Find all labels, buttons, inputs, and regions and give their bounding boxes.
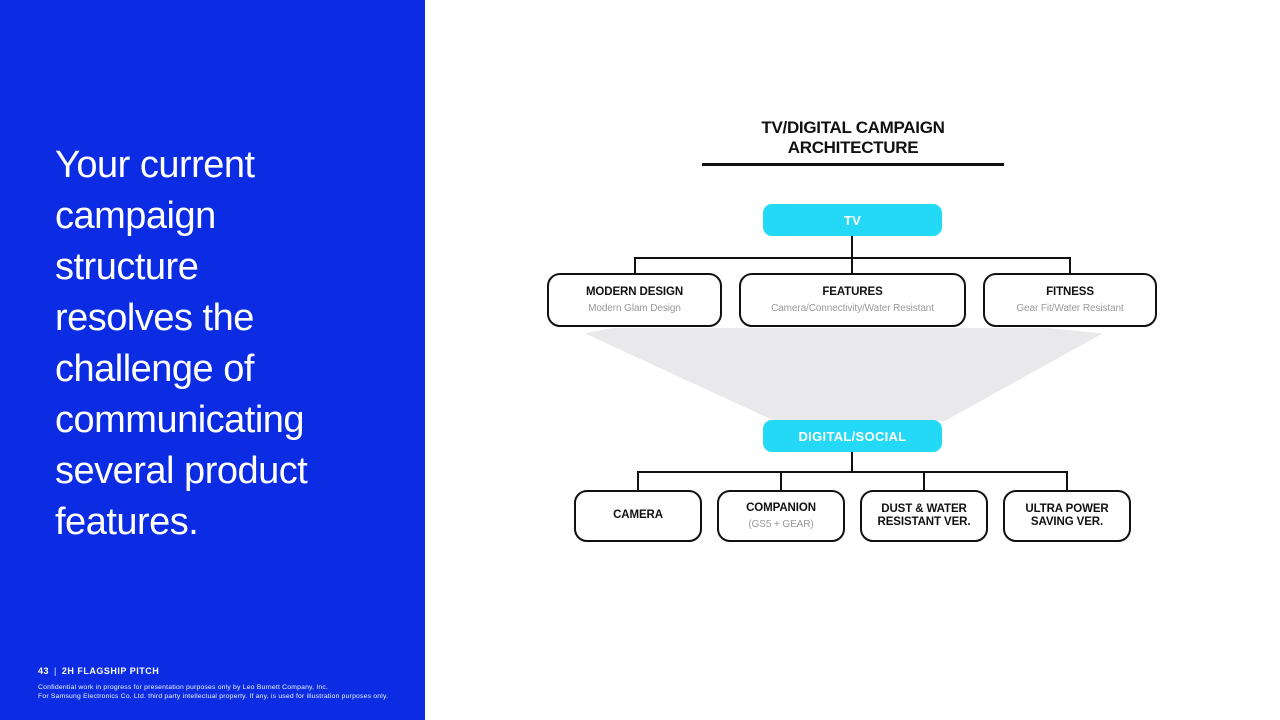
connector-line [637,471,1068,473]
connector-line [780,471,782,491]
page-number: 43 [38,666,50,676]
connector-line [851,236,853,259]
footer-separator: | [54,666,57,676]
connector-line [923,471,925,491]
connector-line [1069,257,1071,274]
node-subtitle: Gear Fit/Water Resistant [1016,302,1124,314]
node-modern-design: MODERN DESIGN Modern Glam Design [547,273,722,327]
connector-line [851,257,853,274]
headline-line: resolves the [55,297,254,339]
node-companion: COMPANION (GS5 + GEAR) [717,490,845,542]
connector-line [851,452,853,473]
headline: Your current campaign structure resolves… [55,140,308,548]
left-panel: Your current campaign structure resolves… [0,0,425,720]
headline-line: several product [55,450,308,492]
node-dust-water-resistant: DUST & WATER RESISTANT VER. [860,490,988,542]
node-subtitle: Modern Glam Design [588,302,681,314]
connector-line [1066,471,1068,491]
node-title: MODERN DESIGN [585,286,684,299]
slide-footer: 43 | 2H FLAGSHIP PITCH [38,666,159,676]
node-digital-social-label: DIGITAL/SOCIAL [798,428,907,444]
node-title: CAMERA [613,509,663,522]
disclaimer-line: Confidential work in progress for presen… [38,684,329,691]
headline-line: structure [55,246,199,288]
node-digital-social: DIGITAL/SOCIAL [763,420,942,452]
disclaimer: Confidential work in progress for presen… [38,684,388,701]
headline-line: Your current [55,144,255,186]
headline-line: communicating [55,399,305,441]
node-title: DUST & WATER RESISTANT VER. [877,502,971,529]
node-title: COMPANION [746,502,816,515]
headline-line: features. [55,501,199,543]
connector-line [634,257,636,274]
headline-line: challenge of [55,348,254,390]
node-ultra-power-saving: ULTRA POWER SAVING VER. [1003,490,1131,542]
node-features: FEATURES Camera/Connectivity/Water Resis… [739,273,966,327]
disclaimer-line: For Samsung Electronics Co. Ltd. third p… [38,692,389,700]
node-subtitle: Camera/Connectivity/Water Resistant [771,302,934,314]
node-title: FEATURES [822,286,883,299]
headline-line: campaign [55,195,216,237]
node-subtitle: (GS5 + GEAR) [748,518,814,530]
campaign-architecture-diagram: TV/DIGITAL CAMPAIGN ARCHITECTURE TV MODE… [425,0,1280,720]
node-fitness: FITNESS Gear Fit/Water Resistant [983,273,1157,327]
funnel-shape [584,328,1103,421]
deck-title: 2H FLAGSHIP PITCH [61,666,160,676]
node-title: FITNESS [1046,286,1094,299]
node-camera: CAMERA [574,490,702,542]
node-tv-label: TV [843,212,862,228]
connector-line [637,471,639,491]
diagram-title: TV/DIGITAL CAMPAIGN ARCHITECTURE [702,118,1004,166]
node-title: ULTRA POWER SAVING VER. [1025,502,1109,529]
node-tv: TV [763,204,942,236]
